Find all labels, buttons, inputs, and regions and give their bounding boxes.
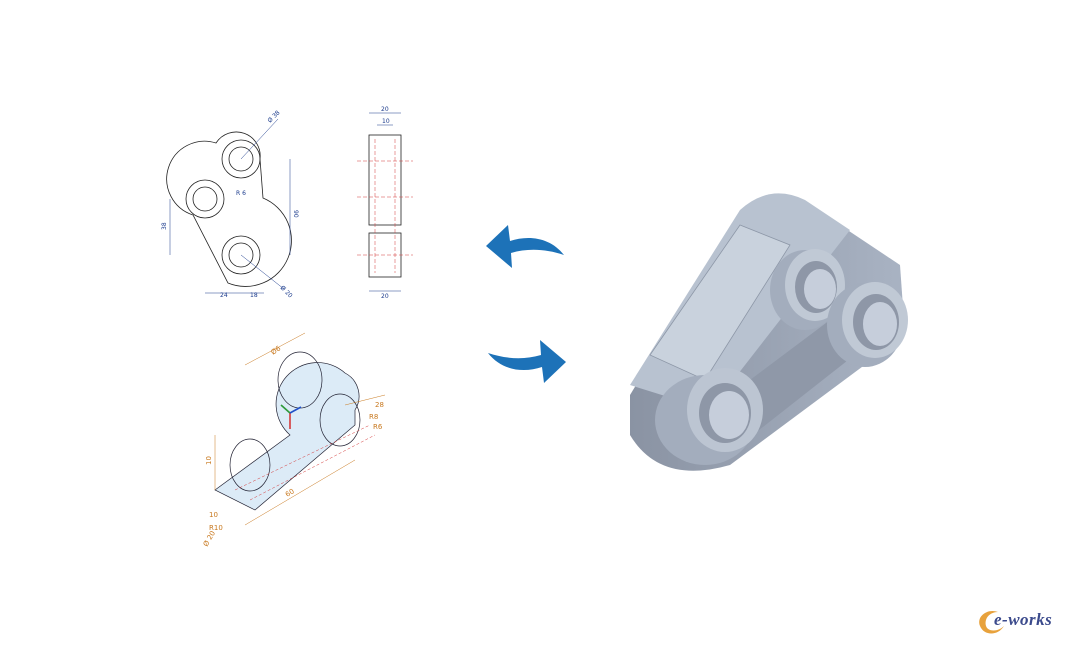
side-dim-bottom: 20 bbox=[381, 293, 389, 300]
arrow-right-icon bbox=[488, 340, 566, 383]
shaded-3d-model bbox=[630, 193, 908, 471]
pmi-dim-dia-20: Ø 20 bbox=[202, 530, 217, 548]
isometric-pmi-drawing: Ø6 10 10 60 28 R8 R6 R10 Ø 20 bbox=[202, 332, 386, 548]
logo-swoosh-icon bbox=[979, 610, 1004, 634]
side-dim-top: 20 bbox=[381, 106, 389, 113]
dim-38: 38 bbox=[161, 222, 168, 230]
eworks-logo: e-works bbox=[974, 606, 1066, 636]
dim-24: 24 bbox=[220, 292, 228, 299]
logo-text: e-works bbox=[994, 610, 1053, 629]
pmi-dim-10a: 10 bbox=[205, 456, 213, 465]
pmi-dim-60: 60 bbox=[284, 487, 296, 498]
dim-90: 90 bbox=[292, 210, 299, 218]
pmi-dim-10b: 10 bbox=[209, 511, 218, 519]
pmi-dim-r10: R10 bbox=[209, 524, 223, 532]
side-dim-inner: 10 bbox=[382, 118, 390, 125]
pmi-dim-r6: R6 bbox=[373, 423, 383, 431]
front-view-drawing: Ø 38 R 6 90 38 24 18 Ø 20 bbox=[161, 109, 299, 299]
arrow-left-icon bbox=[486, 225, 564, 268]
side-view-drawing: 20 10 20 bbox=[357, 106, 413, 300]
dim-dia-38: Ø 38 bbox=[266, 109, 281, 124]
pmi-dim-r8: R8 bbox=[369, 413, 378, 421]
dim-r6: R 6 bbox=[236, 190, 246, 197]
dim-18: 18 bbox=[250, 292, 258, 299]
pmi-dim-28: 28 bbox=[375, 401, 384, 409]
dim-dia-20: Ø 20 bbox=[279, 284, 294, 299]
